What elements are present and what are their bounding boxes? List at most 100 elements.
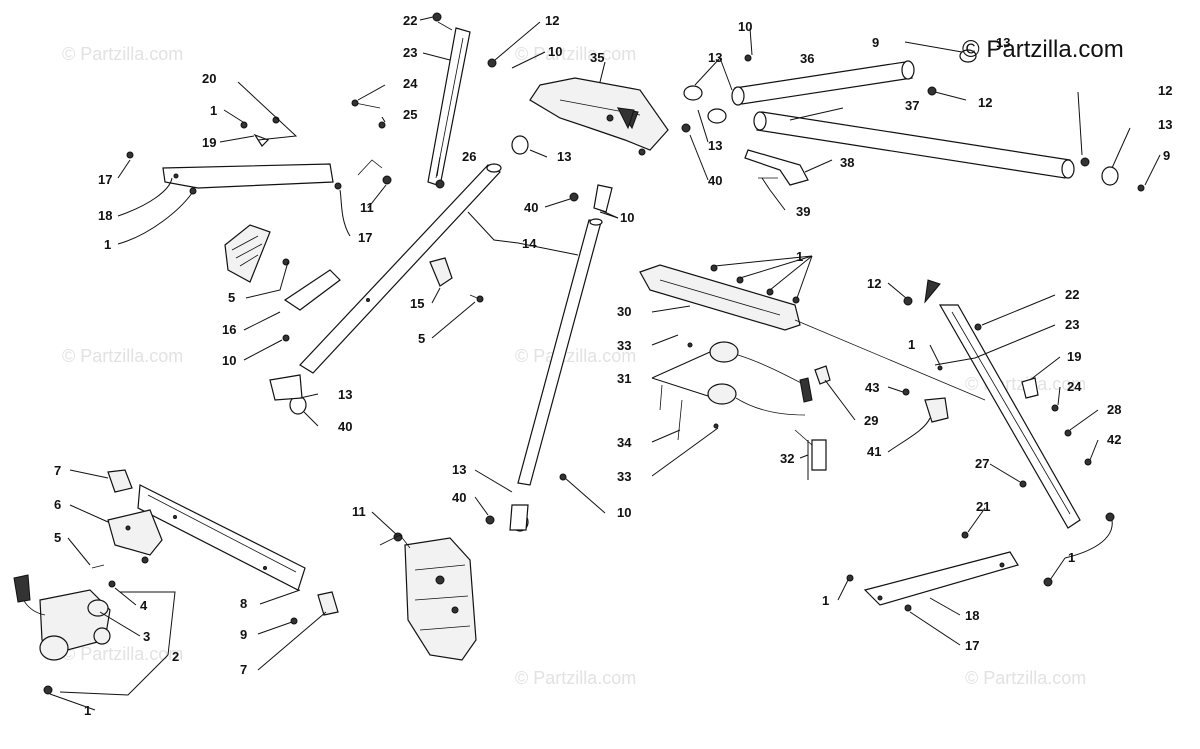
callout: 17 [358, 230, 372, 245]
callout: 12 [978, 95, 992, 110]
callout: 1 [796, 249, 803, 264]
callout: 13 [1158, 117, 1172, 132]
callout: 26 [462, 149, 476, 164]
callout: 27 [975, 456, 989, 471]
tube-36 [731, 60, 915, 106]
callout: 13 [708, 138, 722, 153]
callout: 6 [54, 497, 61, 512]
clip-29 [814, 365, 831, 385]
callout: 5 [54, 530, 61, 545]
callout: 36 [800, 51, 814, 66]
callout: 19 [202, 135, 216, 150]
brand-label: © Partzilla.com [962, 36, 1124, 63]
callout: 28 [1107, 402, 1121, 417]
callout: 14 [522, 236, 537, 251]
callout: 33 [617, 338, 631, 353]
steering-housing [529, 77, 669, 156]
callout: 9 [240, 627, 247, 642]
callout: 3 [143, 629, 150, 644]
callout: 33 [617, 469, 631, 484]
callout: 16 [222, 322, 236, 337]
harness-bracket-30 [639, 264, 986, 401]
callout: 1 [822, 593, 829, 608]
callout: 10 [738, 19, 752, 34]
callouts: 22 12 23 10 35 24 25 26 13 20 1 19 17 18… [54, 13, 1172, 718]
clip-15 [429, 257, 484, 303]
callout: 40 [452, 490, 466, 505]
watermark: © Partzilla.com [965, 668, 1086, 688]
callout: 41 [867, 444, 881, 459]
callout: 4 [140, 598, 148, 613]
support-arm-right [846, 531, 1053, 612]
mount-bracket-6 [91, 509, 163, 569]
callout: 37 [905, 98, 919, 113]
vertical-bracket-right [902, 279, 1115, 529]
callout: 18 [98, 208, 112, 223]
callout: 35 [590, 50, 604, 65]
callout: 15 [410, 296, 424, 311]
callout: 12 [545, 13, 559, 28]
callout: 2 [172, 649, 179, 664]
callout: 42 [1107, 432, 1121, 447]
callout: 19 [1067, 349, 1081, 364]
callout: 9 [872, 35, 879, 50]
callout: 25 [403, 107, 417, 122]
callout: 10 [548, 44, 562, 59]
callout: 13 [557, 149, 571, 164]
watermark: © Partzilla.com [62, 44, 183, 64]
callout: 9 [1163, 148, 1170, 163]
callout: 23 [403, 45, 417, 60]
callout: 11 [360, 200, 374, 215]
callout: 1 [1068, 550, 1075, 565]
callout: 10 [617, 505, 631, 520]
callout: 40 [708, 173, 722, 188]
tube-14-vertical [509, 184, 613, 531]
callout: 8 [240, 596, 247, 611]
bar-8 [137, 484, 306, 591]
watermark: © Partzilla.com [515, 668, 636, 688]
callout: 43 [865, 380, 879, 395]
clamp-38 [744, 149, 809, 186]
callout: 7 [54, 463, 61, 478]
tube-14 [269, 163, 502, 401]
callout: 23 [1065, 317, 1079, 332]
callout: 22 [1065, 287, 1079, 302]
callout: 34 [617, 435, 632, 450]
callout: 13 [996, 35, 1010, 50]
callout: 22 [403, 13, 417, 28]
watermarks: © Partzilla.com © Partzilla.com © Partzi… [62, 44, 1086, 688]
callout: 13 [338, 387, 352, 402]
vertical-bracket-top [427, 12, 497, 189]
watermark: © Partzilla.com [62, 346, 183, 366]
callout: 40 [338, 419, 352, 434]
callout: 29 [864, 413, 878, 428]
pointer-arrow [617, 107, 635, 130]
support-arm-left [126, 116, 392, 195]
callout: 1 [908, 337, 915, 352]
callout: 10 [222, 353, 236, 368]
motor-assembly [13, 574, 116, 695]
callout: 40 [524, 200, 538, 215]
watermark: © Partzilla.com [515, 346, 636, 366]
tube-37 [753, 111, 1075, 179]
watermark: © Partzilla.com [62, 644, 183, 664]
callout: 1 [104, 237, 111, 252]
callout: 12 [1158, 83, 1172, 98]
callout: 38 [840, 155, 854, 170]
callout: 5 [228, 290, 235, 305]
callout: 39 [796, 204, 810, 219]
callout: 17 [965, 638, 979, 653]
callout: 31 [617, 371, 631, 386]
callout: 13 [708, 50, 722, 65]
callout: 21 [976, 499, 990, 514]
callout: 1 [84, 703, 91, 718]
callout: 13 [452, 462, 466, 477]
caps-7 [107, 469, 339, 625]
callout: 20 [202, 71, 216, 86]
leader-lines [49, 16, 1161, 711]
callout: 10 [620, 210, 634, 225]
nuts [485, 54, 1145, 525]
callout: 17 [98, 172, 112, 187]
parts [13, 12, 1145, 695]
